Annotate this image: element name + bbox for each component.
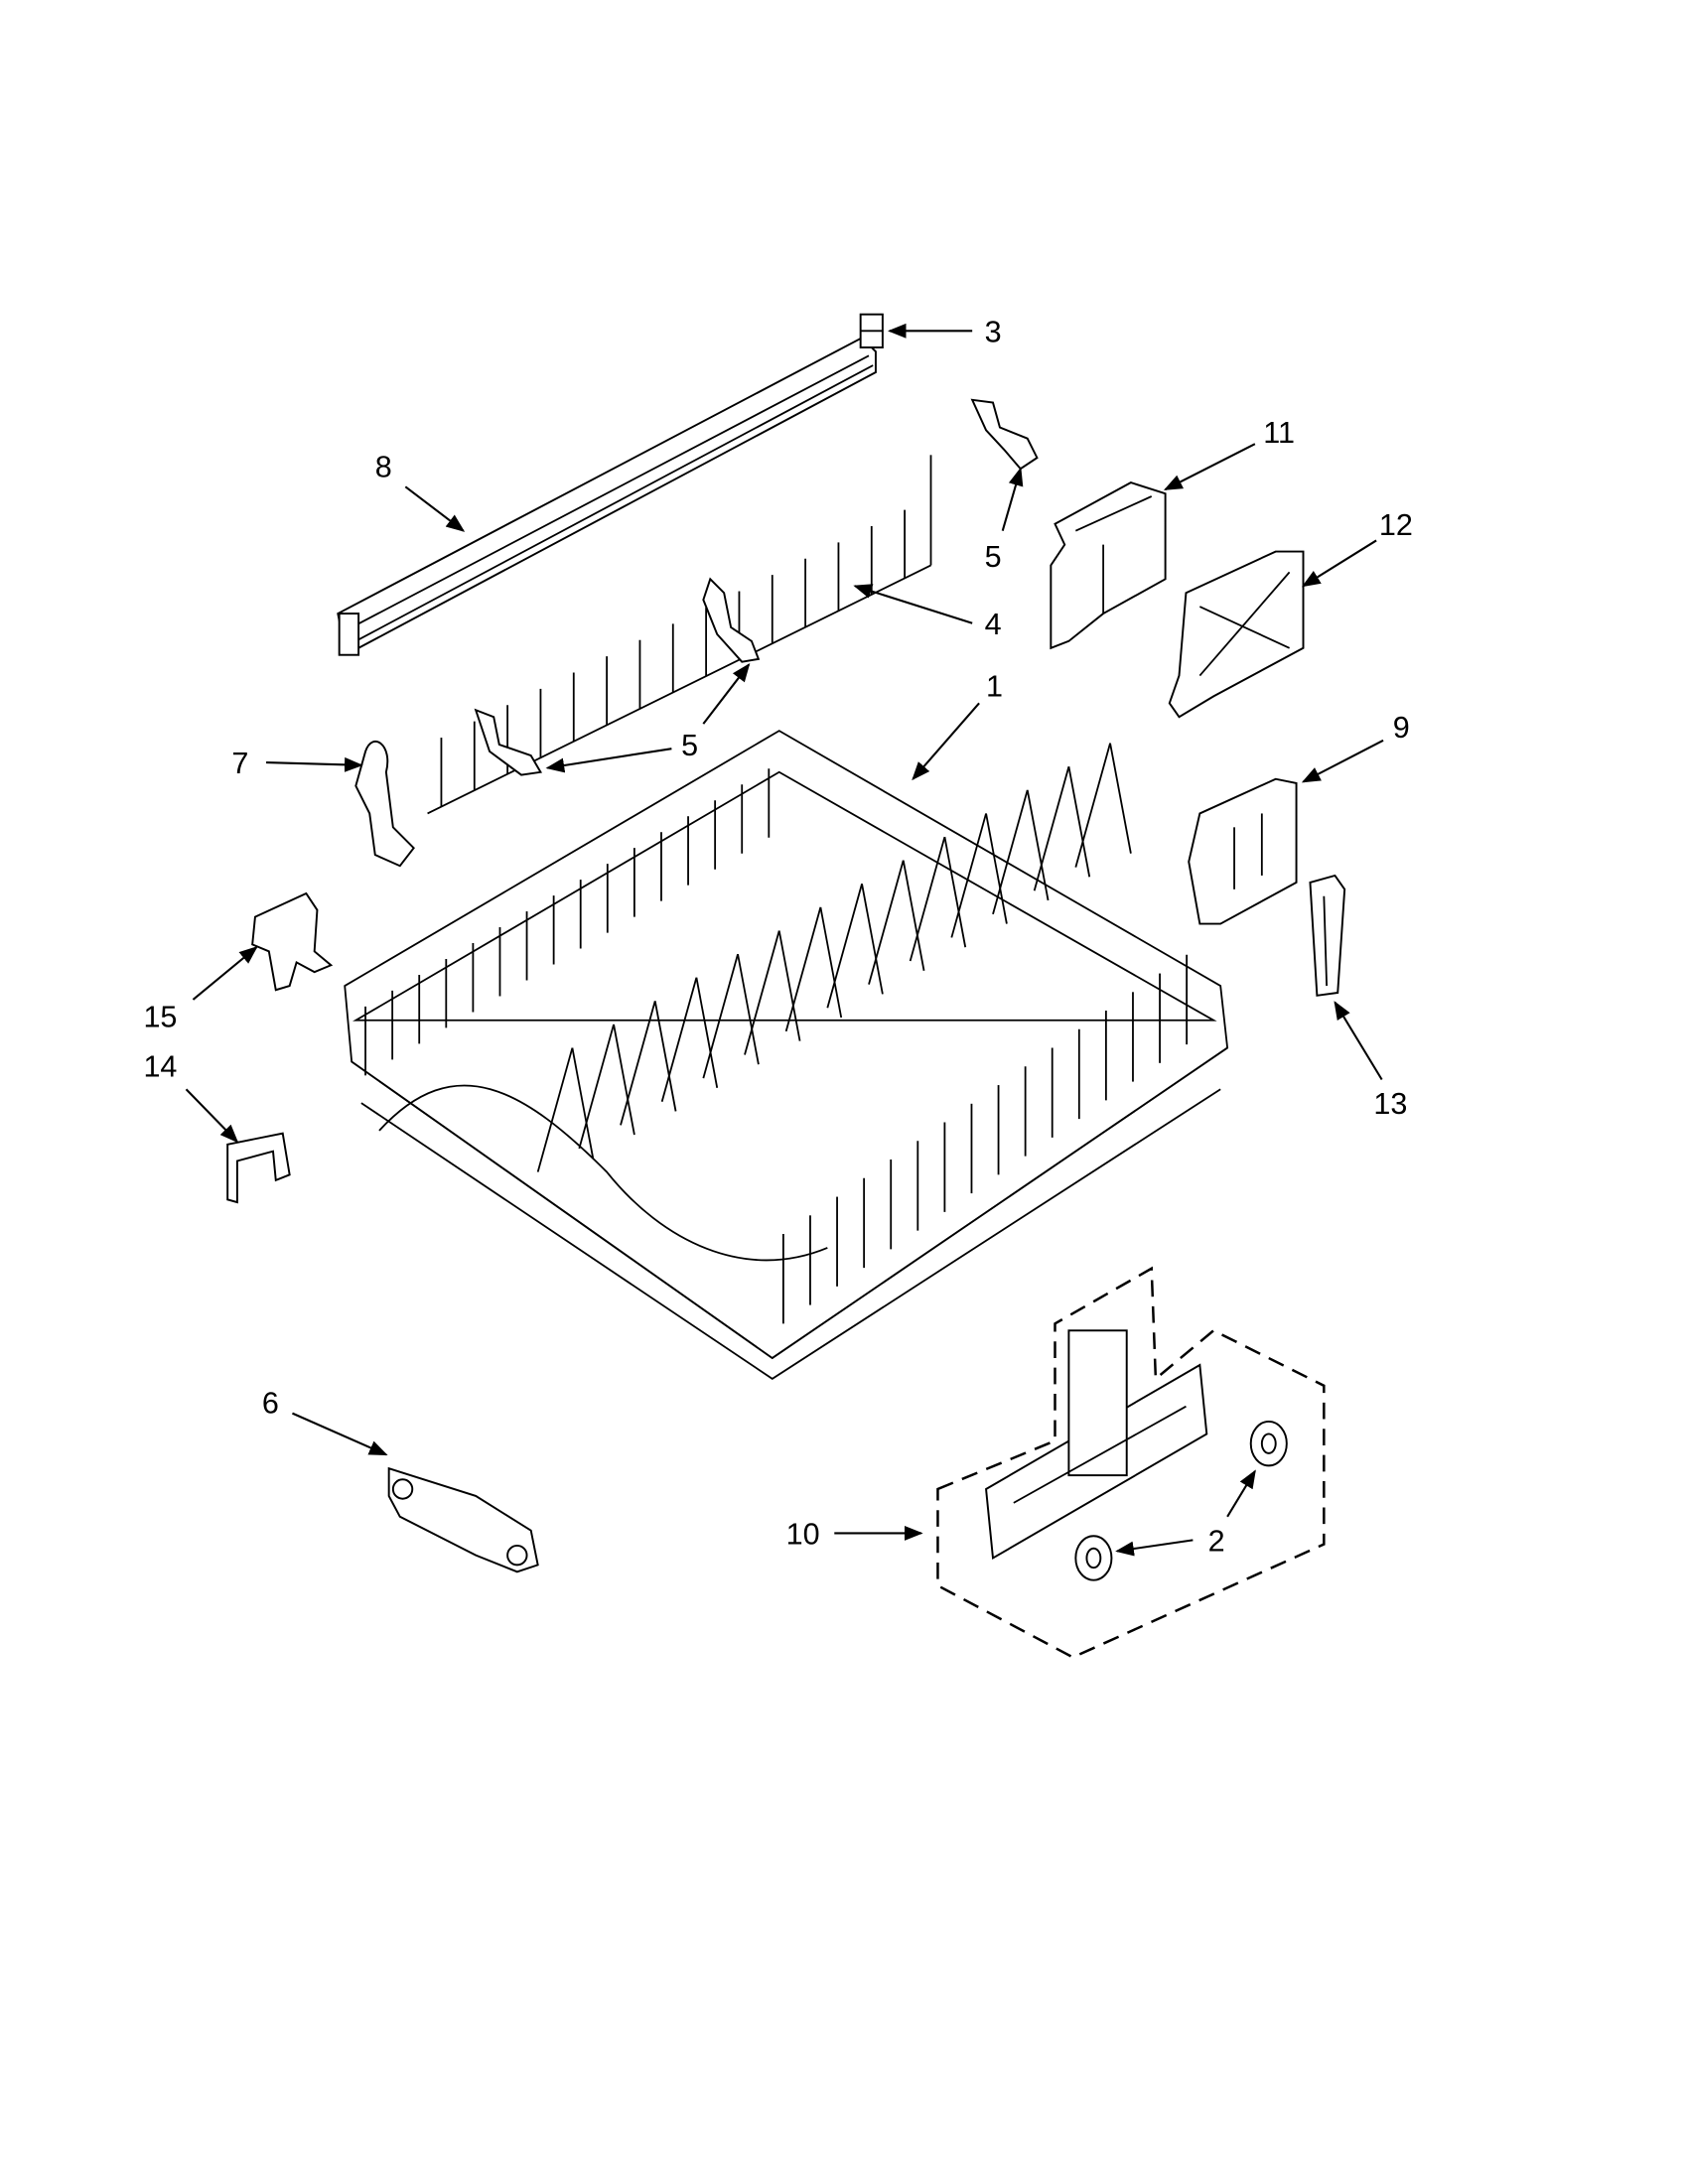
callout-2: 2 — [1208, 1525, 1225, 1559]
bracket-part-9 — [1188, 777, 1298, 925]
clip-part-5-low — [474, 708, 543, 776]
bracket-part-6 — [387, 1466, 539, 1573]
wire — [868, 860, 905, 985]
callout-14: 14 — [143, 1050, 177, 1084]
wire — [950, 813, 987, 938]
clip-part-5-top — [970, 398, 1039, 471]
callout-9: 9 — [1393, 711, 1410, 745]
wire — [427, 564, 931, 815]
wire — [826, 884, 863, 1009]
wire — [578, 1024, 615, 1150]
clip-part-5-mid — [702, 577, 761, 663]
callout-5-mid: 5 — [681, 729, 698, 762]
wire — [909, 836, 946, 962]
callout-8: 8 — [375, 451, 392, 484]
wheel-part-2 — [1074, 1420, 1288, 1581]
wire — [1109, 743, 1132, 854]
wire — [620, 1001, 656, 1126]
callout-5-top: 5 — [985, 540, 1002, 574]
wire — [992, 789, 1029, 915]
callout-15: 15 — [143, 1001, 177, 1034]
callout-12: 12 — [1379, 508, 1413, 542]
wire — [660, 977, 698, 1102]
wire — [1033, 765, 1070, 891]
adjuster-assembly-part-10 — [936, 1266, 1326, 1659]
callout-1: 1 — [986, 669, 1003, 703]
wire — [1067, 766, 1091, 878]
slider-part-13 — [1309, 874, 1346, 997]
wire — [571, 1047, 595, 1159]
bracket-part-15 — [251, 891, 334, 992]
wire — [861, 884, 884, 995]
callout-6: 6 — [262, 1387, 279, 1421]
wire — [943, 836, 967, 948]
wire — [985, 813, 1008, 924]
wire — [695, 977, 719, 1088]
wire — [737, 953, 760, 1065]
wire — [702, 953, 739, 1079]
wire — [1074, 743, 1111, 868]
wire — [744, 930, 780, 1055]
wire — [777, 930, 801, 1041]
wire — [536, 1047, 574, 1172]
wire — [784, 906, 822, 1032]
callout-3: 3 — [985, 315, 1002, 348]
leader-arrows — [185, 323, 1384, 1557]
clip-part-7 — [354, 740, 415, 868]
wire — [613, 1024, 635, 1136]
callout-10: 10 — [786, 1518, 820, 1552]
clip-part-3 — [859, 313, 884, 348]
wire — [819, 906, 843, 1019]
tine-row-part-4 — [427, 455, 932, 815]
callout-11: 11 — [1263, 416, 1295, 450]
clip-part-14 — [226, 1132, 291, 1204]
upper-rack-part-1 — [344, 730, 1229, 1380]
bracket-part-11 — [1050, 481, 1167, 650]
wire — [902, 860, 925, 971]
callout-4: 4 — [985, 608, 1002, 641]
callout-7: 7 — [231, 747, 248, 780]
wire — [1026, 789, 1050, 901]
cover-part-12 — [1168, 550, 1305, 719]
callout-13: 13 — [1373, 1087, 1407, 1121]
wire — [653, 1001, 677, 1112]
